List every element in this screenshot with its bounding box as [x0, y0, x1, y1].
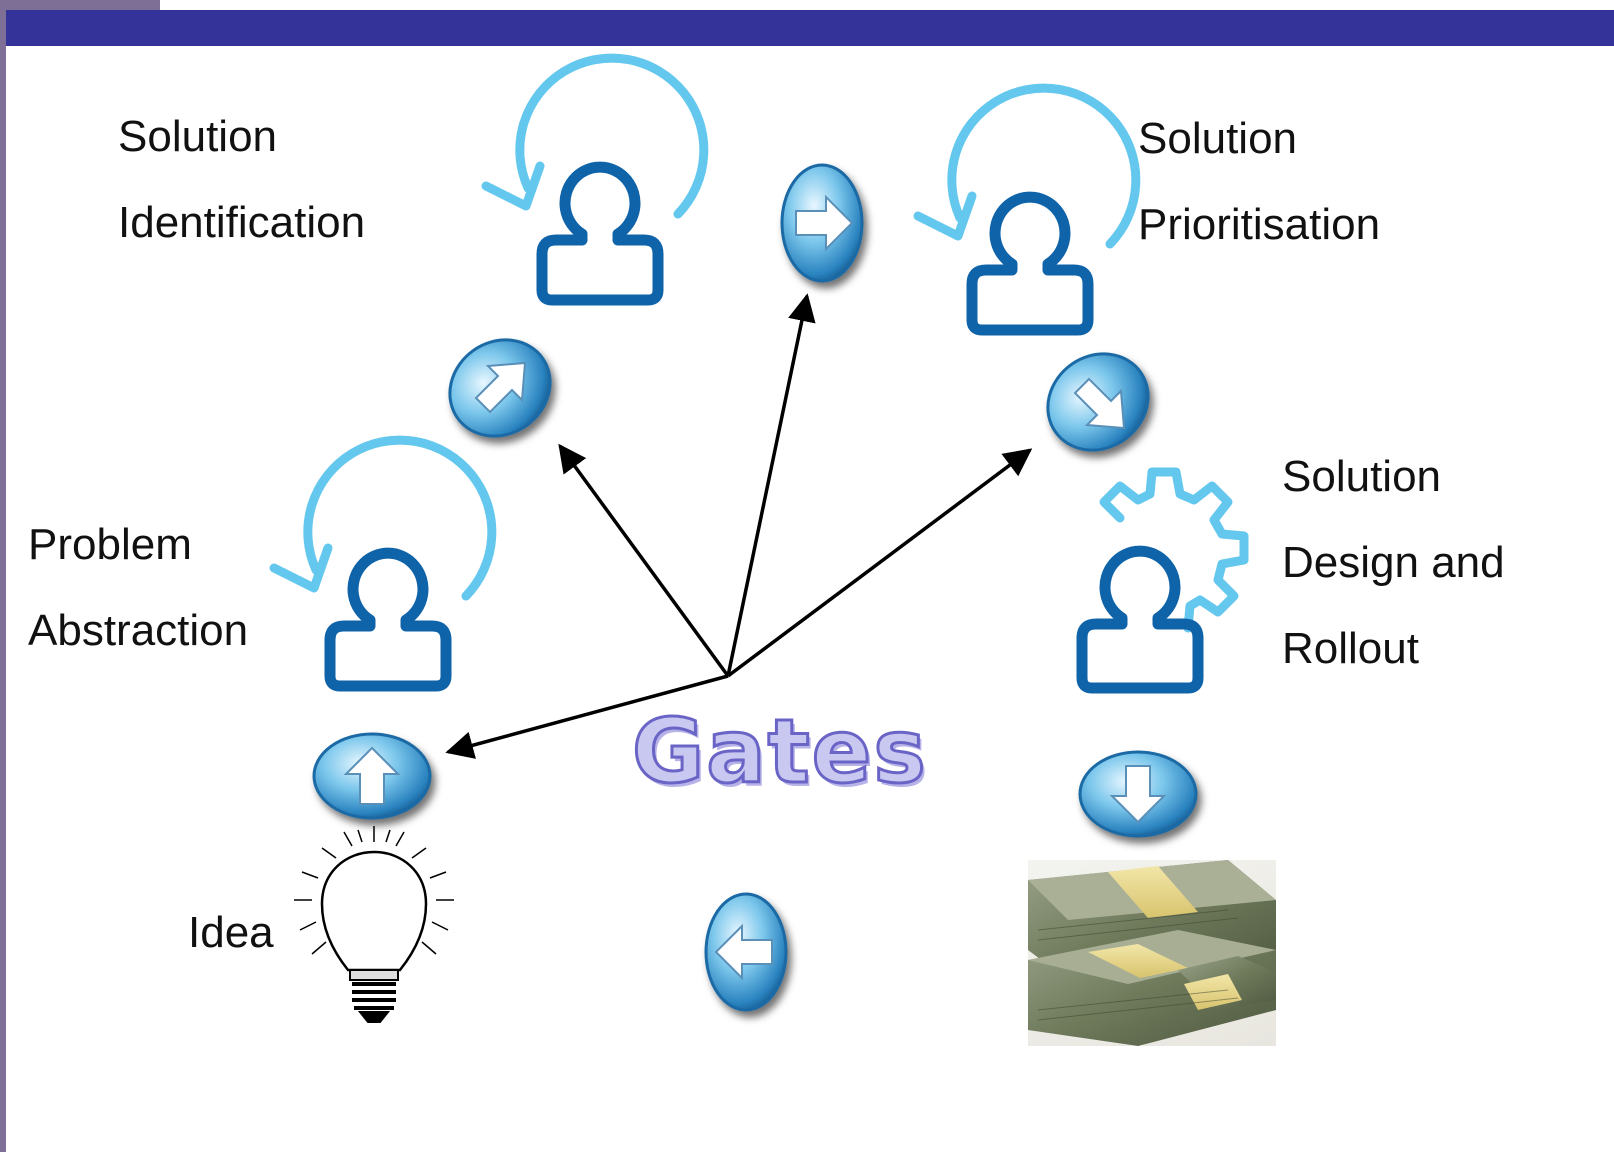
arrow-to-rollout-gate: [726, 448, 1033, 678]
left-border-strip: [0, 0, 6, 1152]
money-stack-icon: [1028, 860, 1276, 1046]
cycle-arrow-icon: [913, 83, 1141, 249]
header-corner-block: [0, 0, 160, 10]
gate-arrow-button-diagonal-up-right[interactable]: [431, 320, 569, 455]
person-icon: [324, 547, 452, 692]
cycle-arrow-icon: [481, 53, 709, 219]
person-icon: [966, 191, 1094, 336]
gate-arrow-button-down[interactable]: [1078, 750, 1198, 838]
gear-icon: [1099, 467, 1249, 633]
header-bar: [6, 10, 1614, 46]
gates-title: Gates: [631, 699, 928, 805]
stage-label-idea: Idea: [188, 908, 274, 957]
arrow-to-problem-gate: [445, 674, 729, 759]
arrow-to-prioritisation-gate: [726, 293, 816, 677]
gate-arrow-button-diagonal-down-right[interactable]: [1029, 334, 1167, 469]
arrow-to-identification-gate: [558, 443, 730, 678]
person-icon: [536, 161, 664, 306]
gate-arrow-button-up[interactable]: [312, 732, 432, 820]
gate-arrow-button-right[interactable]: [780, 163, 864, 283]
stage-label-problem-abstraction: Problem Abstraction: [28, 520, 249, 655]
person-icon: [1076, 545, 1204, 694]
cycle-arrow-icon: [269, 435, 497, 601]
stage-label-solution-identification: Solution Identification: [118, 112, 366, 247]
stage-label-solution-prioritisation: Solution Prioritisation: [1138, 114, 1381, 249]
connector-arrows: [445, 293, 1033, 759]
stage-label-solution-design-rollout: Solution Design and Rollout: [1282, 452, 1505, 673]
light-bulb-icon: [294, 826, 454, 1023]
gate-arrow-button-left[interactable]: [704, 892, 788, 1012]
